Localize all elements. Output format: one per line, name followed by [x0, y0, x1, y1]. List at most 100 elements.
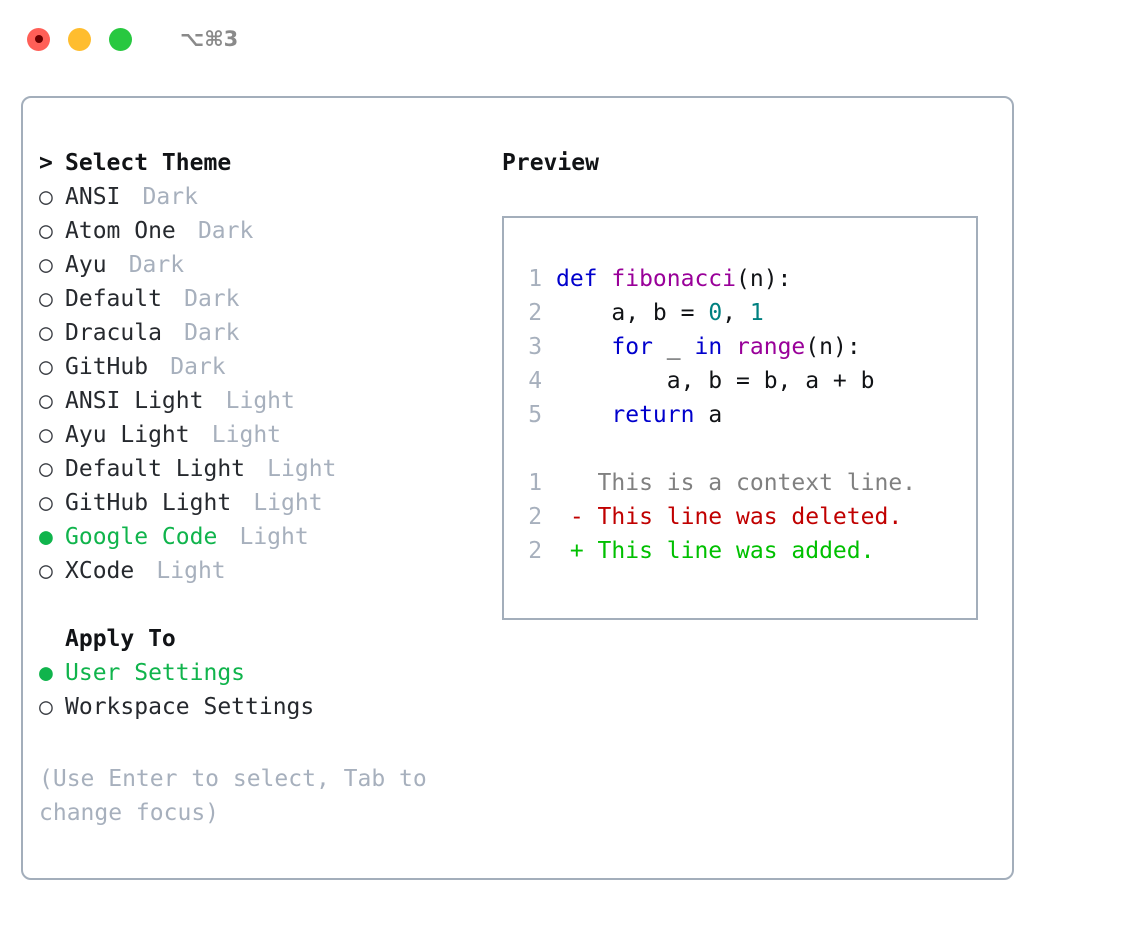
radio-unselected-icon: ○ — [39, 456, 53, 482]
theme-item-name: Google Code — [65, 524, 218, 550]
theme-item-name: Ayu Light — [65, 422, 190, 448]
code-token-plain: (n): — [805, 334, 861, 360]
diff-line-context: 1 This is a context line. — [520, 466, 976, 500]
keyboard-shortcut-label: ⌥⌘3 — [180, 26, 239, 51]
theme-item-name: ANSI — [65, 184, 121, 210]
diff-line-text: - This line was deleted. — [555, 504, 903, 530]
code-line-number: 1 — [528, 266, 543, 292]
code-token-num: 0 — [708, 300, 723, 326]
list-spacer — [39, 588, 469, 622]
apply-to-item-user-settings[interactable]: ● User Settings — [39, 656, 469, 690]
theme-item-variant: Dark — [142, 184, 198, 210]
radio-unselected-icon: ○ — [39, 694, 53, 720]
radio-unselected-icon: ○ — [39, 388, 53, 414]
theme-item-google-code[interactable]: ● Google Code Light — [39, 520, 469, 554]
code-token-plain: _ — [652, 334, 695, 360]
radio-unselected-icon: ○ — [39, 218, 53, 244]
theme-item-variant: Light — [239, 524, 309, 550]
theme-item-variant: Light — [156, 558, 226, 584]
theme-item-name: Default — [65, 286, 162, 312]
apply-to-header: Apply To — [65, 626, 176, 652]
code-token-kw: def — [555, 266, 612, 292]
radio-unselected-icon: ○ — [39, 354, 53, 380]
content-columns: >Select Theme ○ANSI Dark○Atom One Dark○A… — [23, 98, 1012, 878]
code-line-number: 5 — [528, 402, 543, 428]
code-token-plain: a, b = — [555, 300, 709, 326]
diff-line-number: 2 — [528, 504, 543, 530]
theme-item-default[interactable]: ○Default Dark — [39, 282, 469, 316]
code-token-kw: return — [611, 402, 695, 428]
theme-item-name: ANSI Light — [65, 388, 204, 414]
code-token-plain: a, b = b, a + b — [555, 368, 875, 394]
diff-line-add: 2 + This line was added. — [520, 534, 976, 568]
theme-item-variant: Dark — [184, 320, 240, 346]
radio-unselected-icon: ○ — [39, 490, 53, 516]
code-token-plain: a — [694, 402, 723, 428]
theme-item-variant: Dark — [128, 252, 185, 278]
code-token-kw: in — [694, 334, 723, 360]
diff-line-text: + This line was added. — [555, 538, 875, 564]
theme-item-name: GitHub — [65, 354, 149, 380]
theme-item-default-light[interactable]: ○ Default Light Light — [39, 452, 469, 486]
code-line: 3 for _ in range(n): — [520, 330, 976, 364]
apply-to-item-name: User Settings — [65, 660, 246, 686]
apply-to-item-workspace-settings[interactable]: ○Workspace Settings — [39, 690, 469, 724]
code-line-number: 4 — [528, 368, 543, 394]
theme-item-name: Ayu — [65, 252, 107, 278]
theme-item-name: Default Light — [65, 456, 246, 482]
diff-sample: 1 This is a context line.2 - This line w… — [520, 466, 976, 568]
theme-item-github-light[interactable]: ○ GitHub Light Light — [39, 486, 469, 520]
maximize-window-button[interactable] — [109, 27, 132, 51]
theme-item-variant: Light — [211, 422, 282, 448]
diff-line-text: This is a context line. — [555, 470, 917, 496]
theme-item-ansi-light[interactable]: ○ANSI Light Light — [39, 384, 469, 418]
theme-item-dracula[interactable]: ○ Dracula Dark — [39, 316, 469, 350]
theme-item-name: XCode — [65, 558, 135, 584]
code-line: 4 a, b = b, a + b — [520, 364, 976, 398]
theme-item-name: Dracula — [65, 320, 162, 346]
radio-unselected-icon: ○ — [39, 422, 53, 448]
theme-item-xcode[interactable]: ○ XCode Light — [39, 554, 469, 588]
radio-unselected-icon: ○ — [39, 320, 53, 346]
theme-item-name: Atom One — [65, 218, 176, 244]
diff-line-number: 1 — [528, 470, 543, 496]
theme-item-atom-one[interactable]: ○ Atom One Dark — [39, 214, 469, 248]
code-token-num: 1 — [749, 300, 764, 326]
title-bar: ⌥⌘3 — [0, 0, 1140, 78]
code-diff-spacer — [520, 432, 976, 466]
diff-line-del: 2 - This line was deleted. — [520, 500, 976, 534]
theme-picker-header-label: Select Theme — [65, 150, 232, 176]
theme-item-name: GitHub Light — [65, 490, 232, 516]
code-token-plain — [556, 334, 611, 360]
radio-selected-icon: ● — [39, 660, 53, 686]
code-token-plain — [722, 334, 736, 360]
window-body: >Select Theme ○ANSI Dark○Atom One Dark○A… — [21, 96, 1014, 880]
code-token-plain: (n): — [736, 266, 792, 292]
code-line: 2 a, b = 0, 1 — [520, 296, 976, 330]
theme-item-github[interactable]: ○GitHub Dark — [39, 350, 469, 384]
code-line-number: 2 — [528, 300, 543, 326]
code-token-plain — [556, 402, 611, 428]
code-line: 5 return a — [520, 398, 976, 432]
theme-item-variant: Light — [267, 456, 337, 482]
traffic-light-buttons — [27, 27, 132, 51]
close-window-button[interactable] — [27, 27, 50, 51]
theme-item-ayu-light[interactable]: ○ Ayu Light Light — [39, 418, 469, 452]
prompt-caret-icon: > — [39, 150, 53, 176]
theme-list: ○ANSI Dark○Atom One Dark○Ayu Dark○Defaul… — [39, 180, 469, 588]
radio-unselected-icon: ○ — [39, 558, 53, 584]
diff-line-number: 2 — [528, 538, 543, 564]
radio-selected-icon: ● — [39, 524, 53, 550]
radio-unselected-icon: ○ — [39, 252, 53, 278]
theme-item-ayu[interactable]: ○ Ayu Dark — [39, 248, 469, 282]
minimize-window-button[interactable] — [68, 27, 91, 51]
theme-item-variant: Light — [253, 490, 323, 516]
code-token-plain: , — [722, 300, 750, 326]
theme-item-variant: Dark — [184, 286, 240, 312]
theme-item-ansi[interactable]: ○ANSI Dark — [39, 180, 469, 214]
theme-item-variant: Dark — [197, 218, 254, 244]
